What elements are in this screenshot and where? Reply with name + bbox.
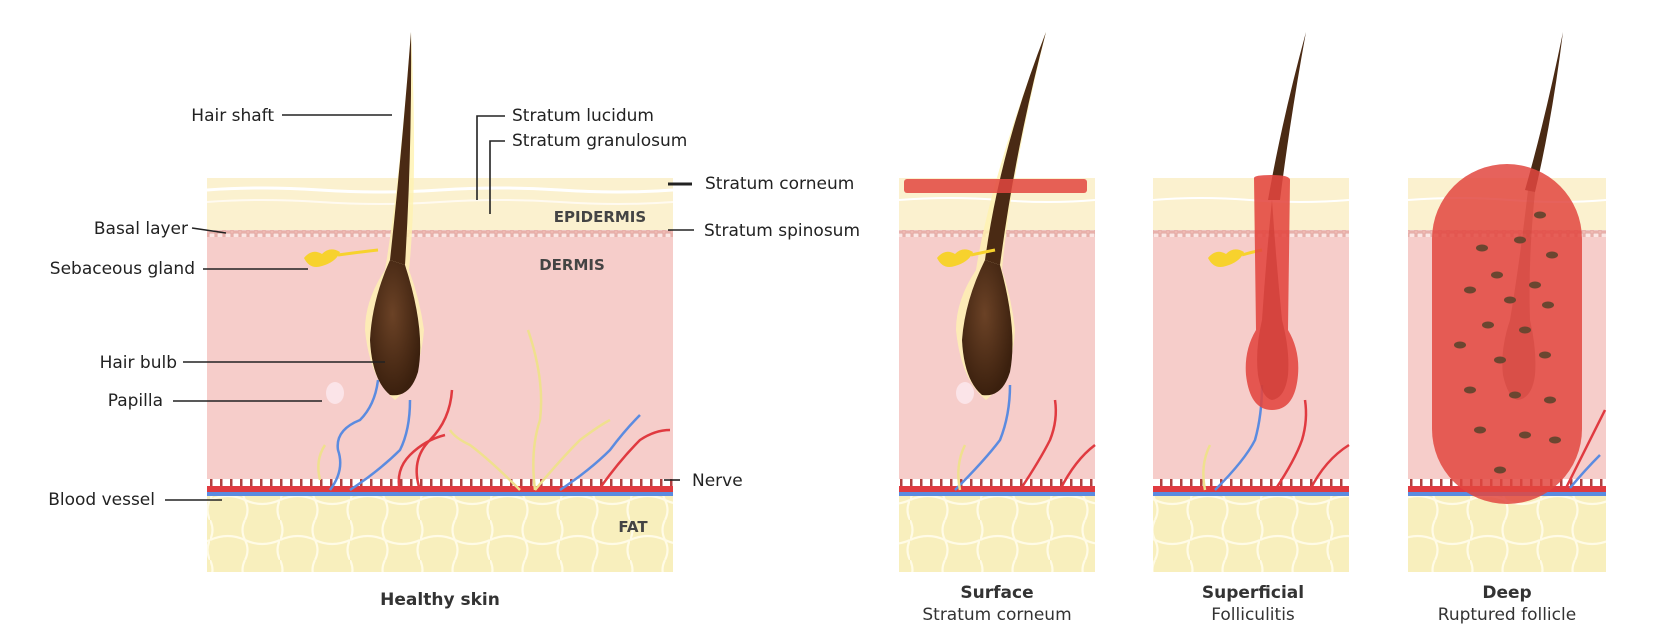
label-stratum-granulosum: Stratum granulosum bbox=[512, 131, 687, 151]
label-papilla: Papilla bbox=[108, 391, 163, 411]
epidermis-label: EPIDERMIS bbox=[554, 208, 646, 226]
deep-panel: Deep Ruptured follicle bbox=[1407, 32, 1607, 625]
healthy-skin-panel: EPIDERMIS DERMIS FAT Healthy skin bbox=[206, 32, 674, 610]
label-blood-vessel: Blood vessel bbox=[48, 490, 155, 510]
dermis-label: DERMIS bbox=[539, 256, 605, 274]
healthy-skin-caption: Healthy skin bbox=[380, 590, 500, 610]
fat-label: FAT bbox=[618, 518, 648, 536]
surface-inflammation bbox=[904, 179, 1087, 193]
label-basal-layer: Basal layer bbox=[94, 219, 188, 239]
superficial-caption: Superficial bbox=[1202, 583, 1304, 603]
superficial-panel: Superficial Folliculitis bbox=[1152, 32, 1350, 625]
surface-panel: Surface Stratum corneum bbox=[898, 32, 1096, 625]
surface-subtitle: Stratum corneum bbox=[922, 605, 1071, 625]
deep-ruptured-follicle bbox=[1432, 164, 1582, 504]
surface-caption: Surface bbox=[960, 583, 1033, 603]
nerve-fibers bbox=[317, 329, 611, 491]
label-stratum-spinosum: Stratum spinosum bbox=[704, 221, 860, 241]
label-sebaceous-gland: Sebaceous gland bbox=[50, 259, 195, 279]
blood-vessels bbox=[328, 379, 671, 493]
label-nerve: Nerve bbox=[692, 471, 743, 491]
label-stratum-lucidum: Stratum lucidum bbox=[512, 106, 654, 126]
deep-caption: Deep bbox=[1482, 583, 1531, 603]
label-hair-bulb: Hair bulb bbox=[100, 353, 177, 373]
deep-inflammatory-cells bbox=[1454, 211, 1561, 474]
label-stratum-corneum: Stratum corneum bbox=[705, 174, 854, 194]
leader-lines bbox=[165, 114, 694, 501]
label-hair-shaft: Hair shaft bbox=[191, 106, 274, 126]
deep-subtitle: Ruptured follicle bbox=[1438, 605, 1576, 625]
superficial-subtitle: Folliculitis bbox=[1211, 605, 1295, 625]
